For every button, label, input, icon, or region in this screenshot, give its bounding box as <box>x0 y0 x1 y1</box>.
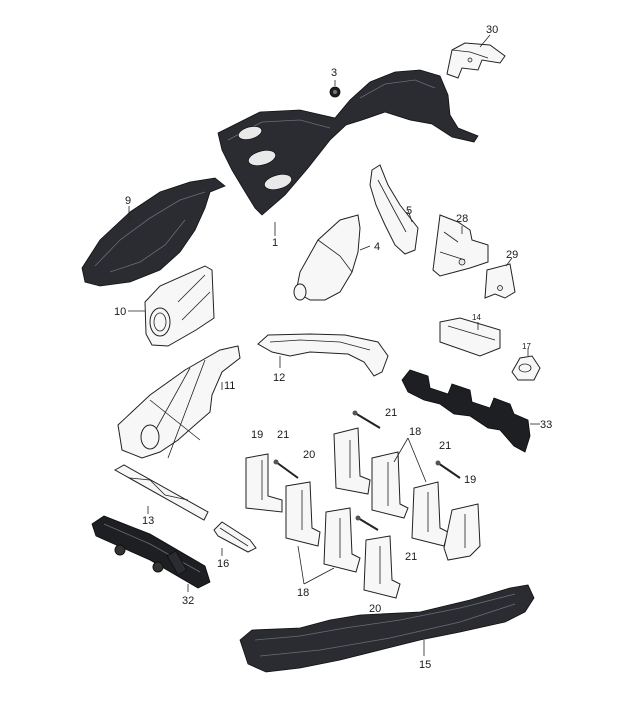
callout-20a: 20 <box>303 449 315 461</box>
part-21-bolt-b <box>273 459 299 479</box>
part-18-deflector-3 <box>411 481 449 547</box>
callout-21b: 21 <box>277 429 289 441</box>
callout-21c: 21 <box>439 440 451 452</box>
part-20-deflector-top <box>333 427 371 495</box>
part-15-bottom-panel <box>239 584 535 673</box>
callout-14: 14 <box>472 313 481 322</box>
callout-17: 17 <box>522 342 531 351</box>
callout-21d: 21 <box>405 551 417 563</box>
part-1-wheel-housing <box>217 69 479 236</box>
callout-11: 11 <box>224 380 235 392</box>
callout-3: 3 <box>331 67 337 79</box>
part-11-side-frame <box>117 345 241 459</box>
part-21-bolt-a <box>352 410 381 429</box>
part-10-side-panel <box>128 265 215 347</box>
part-14-bracket <box>439 317 501 357</box>
callout-4: 4 <box>374 241 380 253</box>
callout-18b: 18 <box>297 587 309 599</box>
part-30-bracket <box>446 34 506 79</box>
callout-28: 28 <box>456 213 468 225</box>
callout-12: 12 <box>273 372 285 384</box>
callout-13: 13 <box>142 515 154 527</box>
part-4-air-duct <box>293 214 371 301</box>
callout-16: 16 <box>217 558 229 570</box>
callout-9: 9 <box>125 195 131 207</box>
callout-21a: 21 <box>385 407 397 419</box>
part-18-deflector-2 <box>285 481 321 547</box>
callout-10: 10 <box>114 306 126 318</box>
part-3-nut <box>329 80 341 98</box>
part-19-deflector-left <box>245 453 283 513</box>
leader-lines-18 <box>297 437 427 585</box>
part-19-deflector-right <box>443 503 481 561</box>
part-28-bracket <box>432 214 489 277</box>
part-17-clip <box>511 348 541 381</box>
part-21-bolt-d <box>355 515 379 531</box>
part-29-plate <box>484 257 516 299</box>
callout-15: 15 <box>419 659 431 671</box>
part-33-baffle-strip <box>401 369 540 453</box>
callout-33: 33 <box>540 419 552 431</box>
callout-29: 29 <box>506 249 518 261</box>
part-21-bolt-c <box>435 460 461 479</box>
part-20-deflector-bottom <box>363 535 401 599</box>
part-12-cover <box>257 333 389 377</box>
callout-1: 1 <box>272 237 278 249</box>
part-13-beam <box>113 464 209 521</box>
part-9-wheel-arch-panel <box>81 177 226 287</box>
part-16-bracket <box>213 521 257 556</box>
part-5-sleeve <box>369 164 419 255</box>
part-18-deflector-1 <box>371 451 409 519</box>
callout-18a: 18 <box>409 426 421 438</box>
callout-19a: 19 <box>251 429 263 441</box>
part-32-bumper-bracket <box>91 515 211 592</box>
callout-20b: 20 <box>369 603 381 615</box>
callout-32: 32 <box>182 595 194 607</box>
callout-19b: 19 <box>464 474 476 486</box>
callout-5: 5 <box>406 205 412 217</box>
callout-30: 30 <box>486 24 498 36</box>
part-18-deflector-4 <box>323 507 361 573</box>
